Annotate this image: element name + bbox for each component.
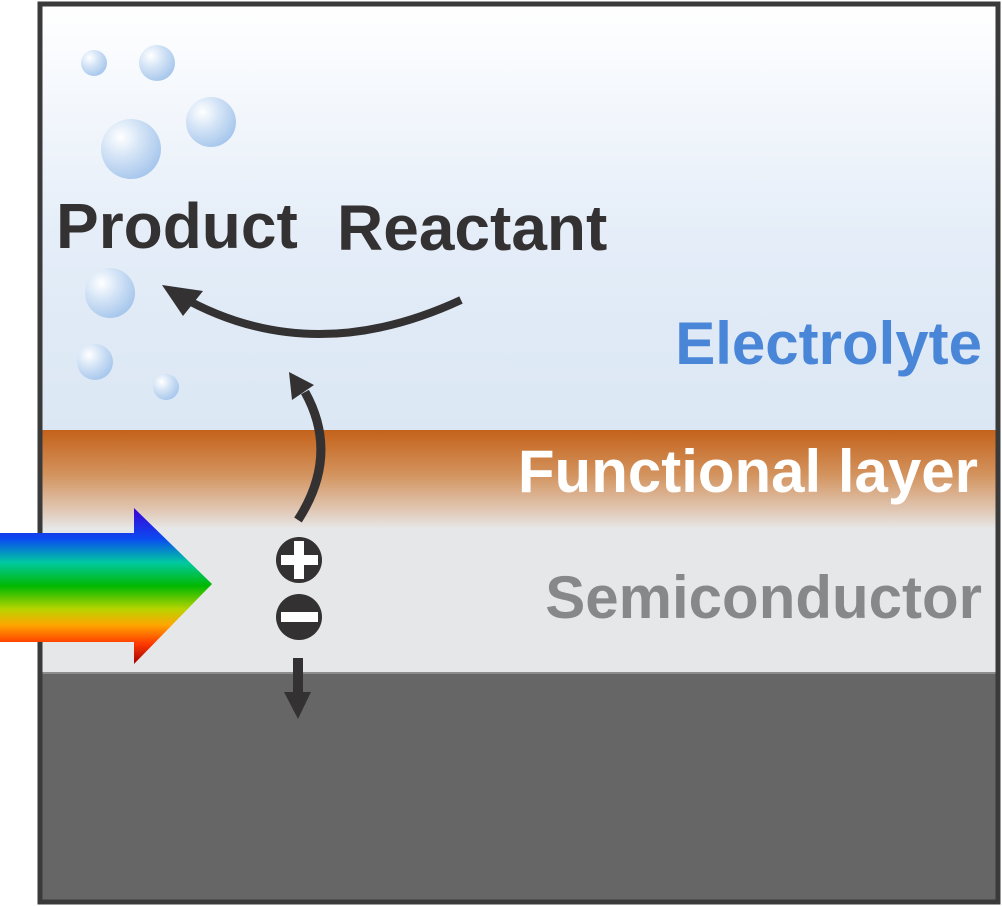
semiconductor-region xyxy=(40,528,998,673)
product-label: Product xyxy=(56,190,298,262)
electron-arrow-shaft xyxy=(293,658,303,694)
plus-vertical xyxy=(294,541,304,579)
diagram-border xyxy=(37,1,1001,905)
electron-arrow-head xyxy=(284,692,311,719)
hole-transfer-arrow-head xyxy=(289,372,314,400)
functional-layer-region xyxy=(40,430,998,529)
electrolyte-region xyxy=(40,4,998,431)
hole-transfer-arrow xyxy=(289,372,326,523)
electron-carrier xyxy=(276,594,322,640)
reaction-arrow-head xyxy=(162,285,203,316)
reactant-label: Reactant xyxy=(337,192,607,264)
semiconductor-label: Semiconductor xyxy=(545,564,982,631)
bubble xyxy=(77,344,113,380)
reaction-arrow xyxy=(162,285,463,338)
bubble xyxy=(101,119,161,179)
bubble xyxy=(153,374,179,400)
electron-transfer-arrow xyxy=(284,658,311,719)
hole-carrier xyxy=(276,537,322,583)
bubble xyxy=(81,50,107,76)
bubble xyxy=(85,268,135,318)
minus-bar xyxy=(281,612,318,622)
bubble xyxy=(186,97,236,147)
substrate-region xyxy=(40,674,998,902)
functional-layer-label: Functional layer xyxy=(518,438,978,505)
incident-light-arrow xyxy=(0,508,212,664)
bubble xyxy=(139,45,175,81)
electrolyte-label: Electrolyte xyxy=(675,310,982,377)
product-bubbles xyxy=(77,45,236,400)
